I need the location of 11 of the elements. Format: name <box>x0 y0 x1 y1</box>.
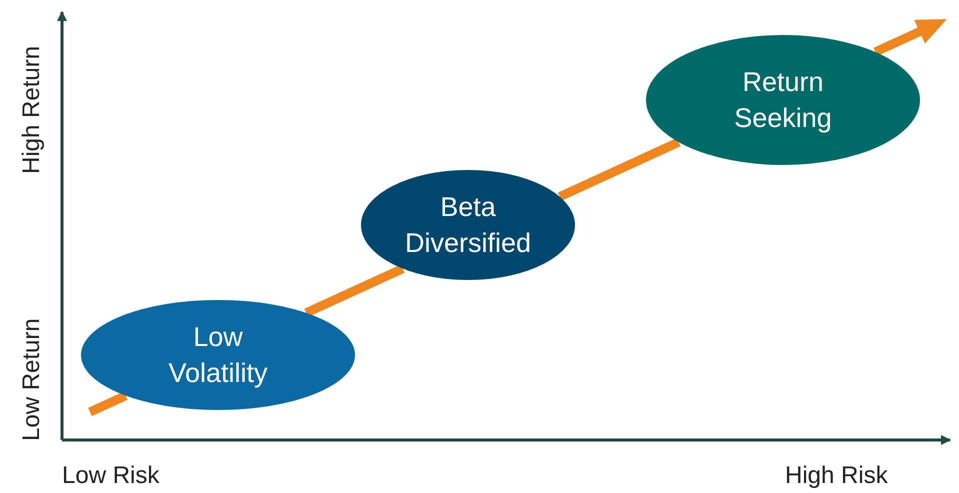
y-axis-label: Low Return <box>18 318 46 444</box>
ellipse-node <box>361 170 575 280</box>
ellipse-node <box>81 300 355 410</box>
trend-arrow <box>873 19 947 56</box>
node-label: Beta Diversified <box>404 191 532 260</box>
node-label: Low Volatility <box>167 321 269 390</box>
x-axis-label: Low Risk <box>62 462 160 490</box>
x-axis-label: High Risk <box>785 462 888 490</box>
ellipse-node <box>646 35 920 165</box>
node-label: Return Seeking <box>733 66 833 135</box>
y-axis-label: High Return <box>18 44 46 176</box>
